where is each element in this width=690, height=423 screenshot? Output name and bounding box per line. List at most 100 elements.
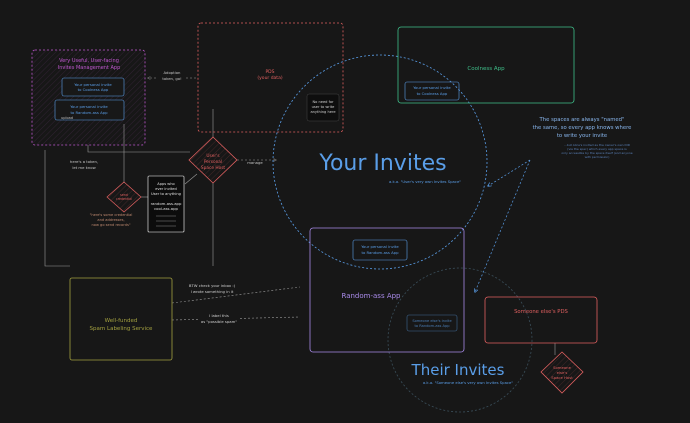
upload-label: upload (61, 116, 73, 120)
pds-box (197, 22, 344, 133)
apps-list-card (147, 175, 185, 233)
adoption-label-2: token, go! (162, 76, 181, 81)
token-label-2: let me know (72, 165, 95, 170)
their-invite-text-2: to Random-ass App (414, 324, 450, 328)
apps-list-header-3: User to anything (151, 192, 181, 196)
host-to-apps-line (184, 173, 198, 185)
pds-subtitle: (your data) (257, 75, 282, 81)
coolness-invite-card (404, 81, 460, 101)
someone-space-host-3: Space Host (551, 375, 573, 380)
invites-management-app: Very Useful, User-facing Invites Managem… (31, 49, 146, 146)
pds: PDS (your data) No need for user to writ… (197, 22, 344, 133)
someone-space-host-diamond (540, 351, 584, 394)
apps-list-header-1: Apps who (157, 182, 174, 186)
pds-note-1: No need for (312, 100, 334, 104)
pds-note-3: anything here (310, 110, 336, 114)
spam-service-box (69, 277, 173, 361)
adoption-label-bg (158, 69, 186, 83)
user-space-host-3: Space Host (201, 165, 226, 171)
spaces-note-1: The spaces are always "named" (539, 117, 625, 123)
mgmt-invite-coolness-card (61, 77, 125, 97)
apps-list-item-2: cool-ass.app (154, 206, 178, 211)
user-space-host-diamond (188, 136, 238, 184)
mgmt-invite-random-2: to Random-ass App (70, 110, 108, 115)
apps-list: Apps who ever invited User to anything r… (147, 175, 185, 233)
their-invites-space: Someone else's invite to Random-ass App … (387, 267, 533, 413)
spaces-note-small-2: (via the spec) which every app space is (567, 147, 627, 151)
send-credential-1: send (120, 193, 128, 197)
someone-space-host-1: Someone (553, 365, 571, 370)
adoption-label-1: Adoption (164, 70, 182, 75)
someone-pds-box (484, 296, 598, 344)
apps-list-item-1: random-ass.app (151, 201, 182, 206)
coolness-app-title: Coolness App (467, 66, 505, 72)
edge-labels: Adoption token, go! here's a token, let … (64, 69, 263, 326)
their-invite-text-1: Someone else's invite (412, 319, 452, 323)
coolness-invite-1: Your personal invite (413, 85, 451, 90)
their-invites-circle (387, 267, 533, 413)
credentials-note-1: "here's some credential (90, 213, 133, 217)
mgmt-app-title-1: Very Useful, User-facing (59, 58, 119, 64)
spaces-note-2: the same, so every app knows where (533, 125, 632, 131)
someone-pds: Someone else's PDS (484, 296, 598, 344)
spaces-note-3: to write your invite (557, 133, 607, 139)
btw-note-1: BTW check your inbox :) (189, 283, 236, 288)
user-space-host: User's Personal Space Host (188, 136, 238, 184)
label-note-2: as "possible spam" (201, 319, 237, 324)
mgmt-invite-coolness-2: to Coolness App (78, 87, 109, 92)
pds-note-2: user to write (312, 105, 336, 109)
spam-service-title-2: Spam Labeling Service (90, 326, 153, 332)
your-invites-caption: a.k.a. "User's very own Invites Space" (389, 179, 461, 184)
mgmt-invite-coolness-1: Your personal invite (74, 82, 112, 87)
pds-note-card (306, 93, 340, 122)
credentials-note-3: now go send records" (92, 223, 131, 227)
spaces-note-small-4: with permission) (585, 155, 610, 159)
send-credential-node: send credential (106, 181, 142, 213)
random-app: Your personal invite to Random-ass App R… (309, 227, 465, 353)
your-invites-circle (272, 54, 488, 270)
btw-line (171, 286, 301, 304)
your-invites-space: Your Invites a.k.a. "User's very own Inv… (272, 54, 488, 270)
their-invites-caption: a.k.a. "Someone else's very own Invites … (423, 380, 513, 385)
random-invite-card (352, 239, 408, 261)
send-credential-2: credential (116, 197, 132, 201)
mgmt-invite-random-card (54, 99, 125, 121)
credentials-note-2: and addresses, (97, 218, 124, 222)
mgmt-app-title-2: Invites Management App (58, 65, 121, 71)
connectors (44, 78, 556, 355)
random-invite-1: Your personal invite (361, 244, 399, 249)
apps-list-header-2: ever invited (155, 187, 176, 191)
token-label-bg (64, 158, 104, 172)
btw-note-2: I wrote something in it (191, 289, 234, 294)
pds-title: PDS (265, 69, 274, 75)
coolness-app: Coolness App Your personal invite to Coo… (397, 26, 575, 104)
their-invites-title: Their Invites (411, 361, 505, 379)
spaces-note-arrow-down (475, 159, 531, 292)
manage-label: manage (247, 160, 263, 165)
coolness-invite-2: to Coolness App (417, 91, 448, 96)
mgmt-to-host-line (87, 145, 190, 153)
spaces-note-small-3: only accessible by the space itself (and… (561, 151, 632, 155)
spaces-note-small-1: ...but Alice's invited as the owner's ow… (564, 143, 631, 147)
send-credential-diamond (106, 181, 142, 213)
user-space-host-1: User's (206, 153, 220, 159)
random-invite-2: to Random-ass App (361, 250, 399, 255)
random-app-box (309, 227, 465, 353)
coolness-app-box (397, 26, 575, 104)
your-invites-title: Your Invites (318, 151, 446, 176)
label-note-bg (200, 312, 238, 326)
left-trunk-line (44, 150, 70, 267)
someone-space-host-2: else's (557, 370, 568, 375)
mgmt-app-box (31, 49, 146, 146)
spaces-note: The spaces are always "named" the same, … (533, 117, 633, 159)
token-label-1: here's a token, (70, 159, 98, 164)
spam-service-title-1: Well-funded (105, 318, 138, 324)
spam-service: Well-funded Spam Labeling Service (69, 277, 173, 361)
their-invite-card (406, 314, 458, 332)
mgmt-invite-random-1: Your personal invite (70, 104, 108, 109)
spaces-note-arrow-up (488, 159, 531, 186)
someone-pds-title: Someone else's PDS (514, 309, 568, 315)
random-app-title: Random-ass App (342, 292, 402, 300)
user-space-host-2: Personal (204, 159, 222, 165)
